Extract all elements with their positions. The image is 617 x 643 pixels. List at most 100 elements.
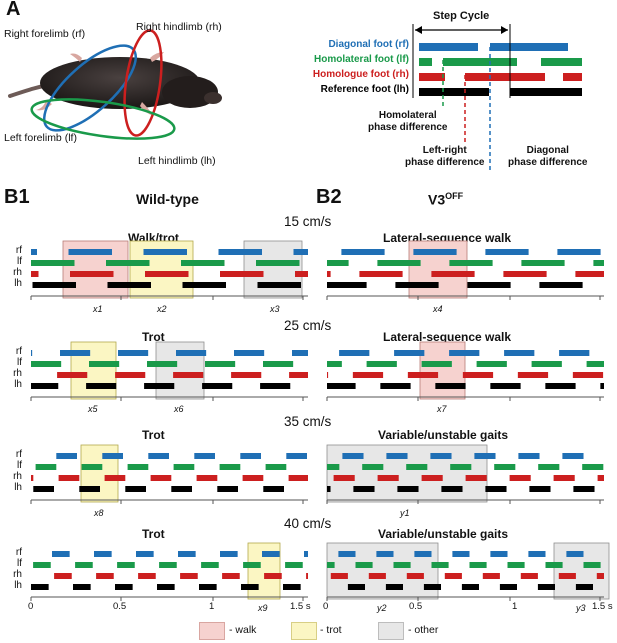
stance-bar-v3-2-rf-3 — [474, 453, 496, 459]
stance-bar-wt-3-rh-0 — [54, 573, 72, 579]
stance-bar-v3-1-rh-3 — [462, 372, 494, 378]
step-cycle-arrowhead-right — [501, 26, 508, 34]
stance-bar-v3-3-lf-6 — [545, 562, 563, 568]
v3-tick-0: 0 — [323, 601, 329, 612]
stance-bar-wt-2-rf-0 — [56, 453, 77, 459]
legend-other-label: - other — [408, 624, 439, 636]
stance-bar-v3-1-lf-3 — [476, 361, 507, 367]
stance-bar-wt-3-lf-2 — [117, 562, 135, 568]
stance-bar-v3-1-lh-4 — [545, 383, 576, 389]
panel-b2-title: V3OFF — [428, 191, 463, 208]
stance-bar-v3-0-lh-0 — [327, 282, 367, 288]
stance-bar-v3-3-lh-1 — [385, 584, 403, 590]
stance-bar-v3-2-rf-4 — [518, 453, 540, 459]
stance-bar-wt-0-rh-1 — [70, 271, 114, 277]
stance-bar-wt-1-rh-1 — [115, 372, 146, 378]
stance-bar-v3-2-lf-3 — [450, 464, 472, 470]
foot-label-rf: Diagonal foot (rf) — [328, 39, 409, 50]
panel-b2-label: B2 — [316, 186, 342, 208]
stance-bar-v3-0-rh-3 — [503, 271, 547, 277]
stance-bar-wt-3-lf-0 — [33, 562, 51, 568]
stance-bar-wt-3-lh-0 — [31, 584, 49, 590]
window-label-x6: x6 — [174, 404, 184, 414]
stance-bar-wt-0-lf-1 — [106, 260, 150, 266]
stance-bar-wt-0-lh-0 — [32, 282, 76, 288]
gait-wt-3: Trot — [142, 428, 165, 442]
legend-walk-label: - walk — [229, 624, 257, 636]
speed-label-2: 25 cm/s — [284, 318, 332, 333]
stance-bar-v3-3-lf-1 — [355, 562, 373, 568]
mouse-head — [162, 76, 218, 108]
stance-bar-v3-1-rh-0 — [327, 372, 329, 378]
stance-bar-wt-3-rf-5 — [262, 551, 280, 557]
stance-bar-wt-2-lf-1 — [81, 464, 103, 470]
stance-bar-v3-0-lf-3 — [521, 260, 565, 266]
step-bar-rh-1 — [465, 73, 545, 81]
step-bar-rf-0 — [419, 43, 478, 51]
stance-bar-wt-1-lf-0 — [31, 361, 62, 367]
stance-bar-v3-0-lf-4 — [593, 260, 604, 266]
stance-bar-v3-3-rf-5 — [528, 551, 546, 557]
stance-bar-v3-3-lf-5 — [507, 562, 525, 568]
window-label-x9: x9 — [258, 603, 268, 613]
stance-bar-v3-1-lf-1 — [366, 361, 397, 367]
stance-bar-wt-3-rh-3 — [180, 573, 198, 579]
stance-bar-v3-3-rf-3 — [452, 551, 470, 557]
v3-tick-05: 0.5 — [409, 601, 423, 612]
row-label-lh-2: lh — [14, 482, 22, 493]
v3-tick-1: 1 — [512, 601, 518, 612]
stance-bar-v3-1-lh-0 — [327, 383, 356, 389]
stance-bar-wt-3-rf-2 — [136, 551, 154, 557]
stance-bar-wt-2-rf-4 — [240, 453, 261, 459]
stance-bar-v3-2-lh-4 — [485, 486, 507, 492]
stance-bar-v3-1-rh-2 — [407, 372, 439, 378]
stance-bar-wt-2-lh-0 — [33, 486, 54, 492]
stance-bar-v3-3-rf-6 — [566, 551, 584, 557]
stance-bar-v3-3-lf-7 — [583, 562, 601, 568]
stance-bar-v3-2-rf-0 — [342, 453, 364, 459]
stance-bar-wt-0-rh-0 — [31, 271, 39, 277]
stance-bar-wt-2-rf-1 — [102, 453, 123, 459]
stance-bar-v3-1-lh-2 — [435, 383, 466, 389]
stance-bar-wt-1-rf-4 — [234, 350, 265, 356]
stance-bar-v3-0-rf-0 — [341, 249, 385, 255]
row-label-rf-2: rf — [15, 449, 22, 460]
stance-bar-v3-3-lf-0 — [327, 562, 335, 568]
legend-other-swatch — [378, 622, 404, 640]
stance-bar-v3-2-lh-3 — [441, 486, 463, 492]
stance-bar-wt-0-lh-3 — [257, 282, 301, 288]
panel-b1-title: Wild-type — [136, 191, 199, 207]
stance-bar-wt-3-rf-1 — [94, 551, 112, 557]
row-label-rh-1: rh — [13, 368, 22, 379]
stance-bar-v3-1-rh-1 — [352, 372, 384, 378]
row-label-rf-0: rf — [15, 245, 22, 256]
stance-bar-v3-0-lf-1 — [377, 260, 421, 266]
panel-a-label: A — [6, 0, 21, 20]
stance-bar-wt-1-rh-4 — [289, 372, 308, 378]
diagonal-phase-label: Diagonal phase difference — [508, 145, 588, 168]
stance-bar-wt-2-lf-0 — [35, 464, 57, 470]
stance-bar-v3-0-rh-1 — [359, 271, 403, 277]
stance-bar-wt-3-lh-3 — [157, 584, 175, 590]
stance-bar-wt-3-rh-1 — [96, 573, 114, 579]
rh-limb-ellipse — [123, 29, 163, 137]
panel-b1-label: B1 — [4, 186, 30, 208]
rf-label: Right forelimb (rf) — [4, 28, 86, 40]
wt-tick-15: 1.5 s — [290, 601, 311, 612]
stance-bar-v3-2-lh-1 — [353, 486, 375, 492]
stance-bar-v3-0-lh-1 — [395, 282, 439, 288]
gait-v3-4: Variable/unstable gaits — [378, 527, 509, 541]
wt-tick-0: 0 — [28, 601, 34, 612]
stance-bar-v3-3-rh-2 — [406, 573, 424, 579]
stance-bar-wt-3-lf-3 — [159, 562, 177, 568]
stance-bar-wt-0-rh-2 — [145, 271, 189, 277]
stance-bar-v3-0-rh-4 — [575, 271, 604, 277]
stance-bar-wt-1-rf-2 — [118, 350, 149, 356]
step-bar-lh-1 — [510, 88, 582, 96]
stance-bar-wt-0-rh-3 — [220, 271, 264, 277]
stance-bar-v3-3-rf-2 — [414, 551, 432, 557]
row-label-lf-0: lf — [17, 256, 22, 267]
stance-bar-wt-1-lh-1 — [86, 383, 117, 389]
legend-trot-swatch — [291, 622, 317, 640]
